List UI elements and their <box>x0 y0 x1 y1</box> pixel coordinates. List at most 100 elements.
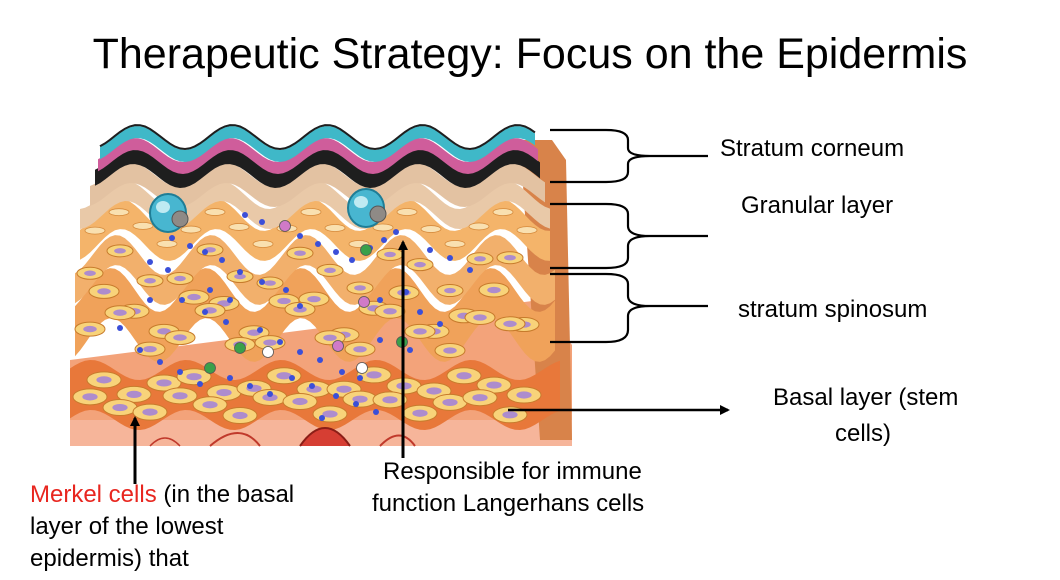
granular-cell <box>396 208 418 216</box>
immune-dot <box>357 375 363 381</box>
epidermal-cell <box>206 384 242 402</box>
granule <box>279 220 291 232</box>
epidermal-cell <box>406 258 434 272</box>
immune-dot <box>417 309 423 315</box>
immune-dot <box>237 269 243 275</box>
immune-dot <box>437 321 443 327</box>
granular-cell <box>84 226 106 235</box>
granular-cell <box>468 222 490 231</box>
bracket-icon <box>550 272 708 344</box>
immune-dot <box>297 349 303 355</box>
immune-dot <box>317 357 323 363</box>
epidermal-cell <box>446 367 482 385</box>
epidermal-cell <box>164 330 196 346</box>
immune-dot <box>377 337 383 343</box>
immune-dot <box>333 249 339 255</box>
label-granular-layer: Granular layer <box>741 192 894 219</box>
immune-dot <box>319 415 325 421</box>
immune-dot <box>223 319 229 325</box>
epidermal-cell <box>102 399 138 417</box>
label-stratum-corneum: Stratum corneum <box>720 135 905 162</box>
granule <box>356 362 368 374</box>
immune-dot <box>297 303 303 309</box>
label-langerhans-line2: function Langerhans cells <box>372 490 645 517</box>
granule <box>360 244 372 256</box>
epidermal-cell <box>506 386 542 404</box>
granular-cell <box>156 239 178 248</box>
langerhans-cell-icon <box>149 193 189 233</box>
epidermal-cell <box>76 266 104 280</box>
immune-dot <box>467 267 473 273</box>
granular-cell <box>492 208 514 217</box>
granular-cell <box>252 240 274 248</box>
immune-dot <box>333 393 339 399</box>
immune-dot <box>393 229 399 235</box>
granular-cell <box>300 208 322 216</box>
granular-top-layer <box>80 181 550 229</box>
granule <box>204 362 216 374</box>
immune-dot <box>157 359 163 365</box>
immune-dot <box>259 279 265 285</box>
epidermal-cell <box>194 302 226 318</box>
immune-dot <box>197 381 203 387</box>
epidermal-cell <box>436 284 464 298</box>
immune-dot <box>147 259 153 265</box>
granular-cell <box>420 225 442 233</box>
bracket-icon <box>550 202 708 270</box>
immune-dot <box>315 241 321 247</box>
immune-dot <box>289 375 295 381</box>
epidermal-cell <box>74 321 106 337</box>
epidermal-cell <box>284 301 316 317</box>
immune-dot <box>165 267 171 273</box>
epidermal-cell <box>256 276 284 290</box>
blood-vessel <box>209 432 261 447</box>
epidermal-cell <box>346 281 374 295</box>
granular-cell <box>204 208 226 216</box>
epidermal-cell <box>146 374 182 392</box>
granule <box>234 342 246 354</box>
epidermal-cell <box>464 310 496 326</box>
immune-dot <box>137 347 143 353</box>
blood-vessel <box>299 427 351 447</box>
granular-cell <box>108 208 130 217</box>
immune-dot <box>309 383 315 389</box>
immune-dot <box>339 369 345 375</box>
granular-cell <box>372 223 394 232</box>
epidermal-cell <box>434 342 466 358</box>
granule <box>358 296 370 308</box>
corneum-edge <box>99 124 536 151</box>
immune-dot <box>349 257 355 263</box>
epidermal-cell <box>72 388 108 406</box>
epidermal-cell <box>134 341 166 357</box>
granule <box>262 346 274 358</box>
blood-vessel <box>149 437 181 447</box>
immune-dot <box>147 297 153 303</box>
label-merkel-rest: (in the basal <box>156 481 295 508</box>
label-langerhans-line1: Responsible for immune <box>383 458 642 485</box>
epidermal-cell <box>104 305 136 321</box>
immune-dot <box>381 237 387 243</box>
epidermal-cell <box>374 303 406 319</box>
epidermal-cell <box>402 404 438 422</box>
immune-dot <box>227 297 233 303</box>
immune-dot <box>377 297 383 303</box>
immune-dot <box>117 325 123 331</box>
label-merkel-line3: epidermis) that <box>30 545 189 572</box>
label-basal-layer-line2: cells) <box>835 420 892 447</box>
epidermal-cell <box>162 387 198 405</box>
epidermal-cell <box>86 371 122 389</box>
epidermal-cell <box>376 247 404 261</box>
epidermal-cell <box>372 391 408 409</box>
blood-vessel <box>379 434 416 447</box>
label-merkel-line1: Merkel cells (in the basal <box>30 480 294 510</box>
epidermal-cell <box>252 388 288 406</box>
corneum-dark-layer <box>95 148 540 188</box>
immune-dot <box>353 401 359 407</box>
immune-dot <box>283 287 289 293</box>
immune-dot <box>447 255 453 261</box>
label-merkel-cells: Merkel cells <box>30 481 157 508</box>
bracket-icon <box>550 128 708 184</box>
epidermal-cell <box>496 251 524 265</box>
epidermal-cell <box>286 246 314 260</box>
